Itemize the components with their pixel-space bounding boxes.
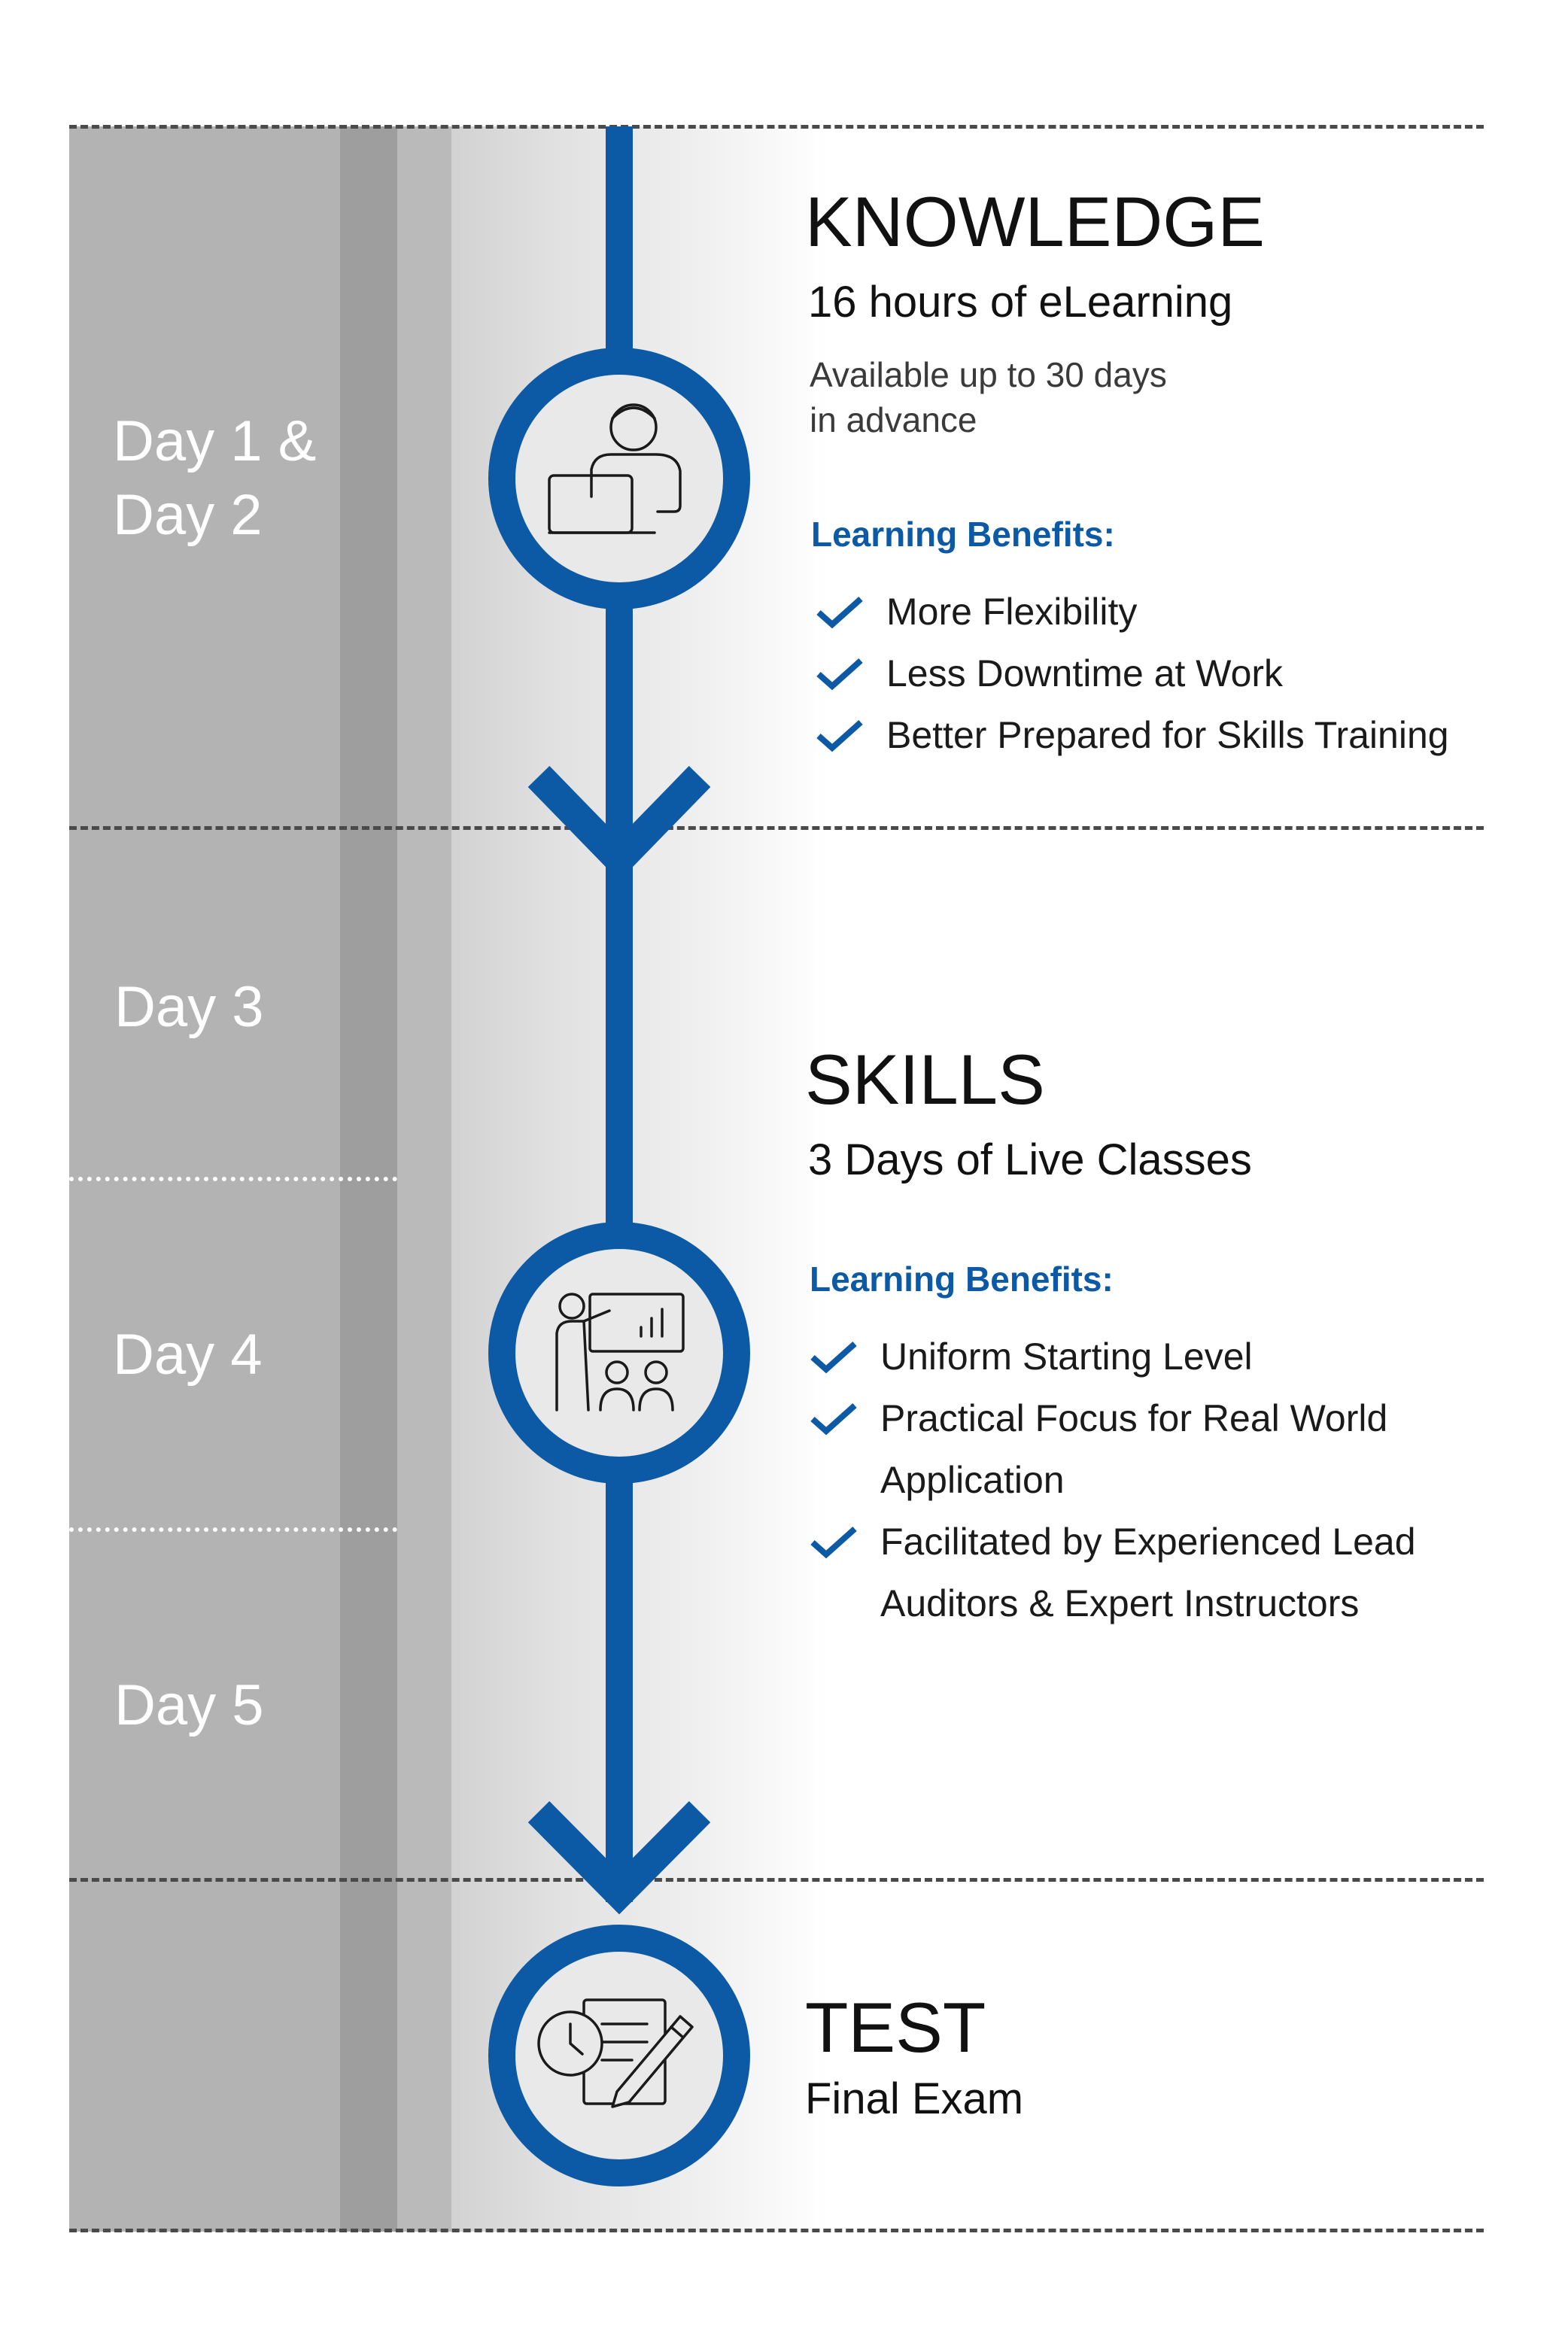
day-label-line: Day 4 (113, 1323, 263, 1387)
benefit-text: Application (880, 1459, 1065, 1501)
benefit-text: More Flexibility (886, 591, 1138, 633)
list-item: Practical Focus for Real World Applicati… (810, 1387, 1416, 1511)
divider-skills-test (69, 1878, 1484, 1882)
knowledge-note: Available up to 30 days in advance (810, 352, 1167, 442)
day-label-line: Day 3 (114, 975, 264, 1039)
person-at-laptop-icon (548, 403, 682, 534)
divider-day4-day5 (69, 1527, 397, 1532)
day-label-1-2: Day 1 & Day 2 (113, 405, 316, 552)
knowledge-subtitle: 16 hours of eLearning (808, 278, 1233, 327)
benefit-text: Uniform Starting Level (880, 1336, 1253, 1378)
skills-subtitle: 3 Days of Live Classes (808, 1135, 1252, 1184)
day-label-5: Day 5 (114, 1669, 264, 1743)
list-item: Facilitated by Experienced Lead Auditors… (810, 1511, 1416, 1634)
divider-bottom (69, 2229, 1484, 2232)
checkmark-icon (816, 597, 863, 629)
divider-top (69, 125, 1484, 129)
knowledge-benefits-heading: Learning Benefits: (811, 515, 1115, 554)
benefit-text: Facilitated by Experienced Lead (880, 1521, 1416, 1563)
list-item: Less Downtime at Work (816, 643, 1449, 704)
benefit-text: Practical Focus for Real World (880, 1397, 1388, 1439)
skills-node (488, 1222, 750, 1484)
checkmark-icon (816, 658, 863, 691)
day-label-line: Day 2 (113, 483, 263, 547)
test-subtitle: Final Exam (805, 2074, 1024, 2123)
list-item: Uniform Starting Level (810, 1326, 1416, 1387)
checkmark-icon (816, 720, 863, 752)
checkmark-icon (810, 1527, 857, 1559)
knowledge-node (488, 348, 750, 609)
day-label-line: Day 5 (114, 1673, 264, 1737)
benefit-text: Auditors & Expert Instructors (880, 1582, 1360, 1624)
benefit-text: Less Downtime at Work (886, 652, 1284, 694)
benefit-text: Better Prepared for Skills Training (886, 714, 1449, 756)
divider-knowledge-skills (69, 826, 1484, 830)
arrow-down-icon (527, 766, 711, 881)
knowledge-title: KNOWLEDGE (805, 182, 1266, 261)
day-label-3: Day 3 (114, 971, 264, 1044)
exam-clock-pencil-icon (537, 1998, 694, 2108)
checkmark-icon (810, 1403, 857, 1436)
checkmark-icon (810, 1342, 857, 1374)
knowledge-note-line: Available up to 30 days (810, 355, 1167, 394)
knowledge-note-line: in advance (810, 400, 977, 439)
list-item: More Flexibility (816, 581, 1449, 643)
skills-benefits-heading: Learning Benefits: (810, 1260, 1114, 1299)
test-title: TEST (805, 1988, 986, 2067)
day-label-line: Day 1 & (113, 409, 317, 473)
knowledge-benefits-list: More Flexibility Less Downtime at Work B… (816, 581, 1449, 766)
skills-title: SKILLS (805, 1040, 1045, 1119)
list-item: Better Prepared for Skills Training (816, 704, 1449, 766)
test-node (488, 1925, 750, 2186)
divider-day3-day4 (69, 1177, 397, 1181)
arrow-down-icon (527, 1800, 711, 1915)
day-label-4: Day 4 (113, 1318, 263, 1392)
skills-benefits-list: Uniform Starting Level Practical Focus f… (810, 1326, 1416, 1634)
presenter-classroom-icon (555, 1293, 685, 1412)
